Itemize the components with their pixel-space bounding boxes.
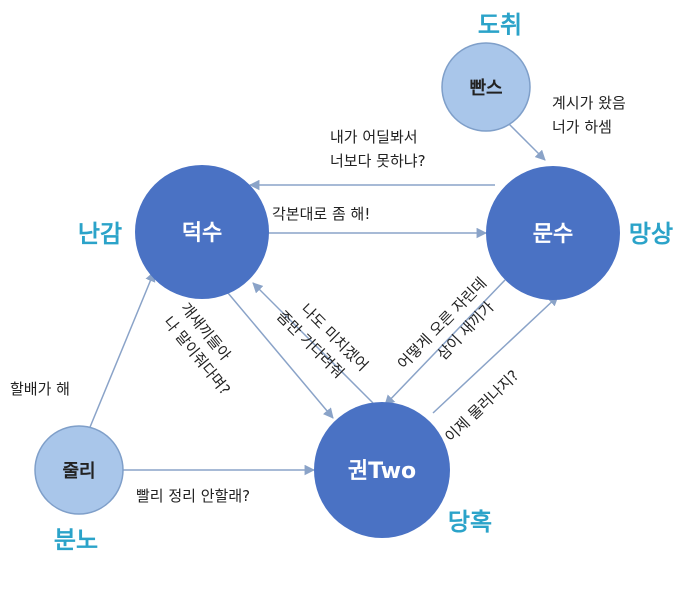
label-munsu-to-deoksu-2: 너보다 못하냐? (330, 152, 426, 170)
edges (87, 119, 559, 476)
edge-deoksu-to-gwontwo (227, 292, 334, 419)
node-bbanseu-label: 빤스 (469, 78, 502, 99)
label-bbanseu-to-munsu-1: 계시가 왔음 (552, 94, 626, 112)
node-munsu: 문수 (486, 166, 620, 300)
emotion-deoksu: 난감 (78, 220, 122, 248)
edge-munsu-to-gwontwo (384, 279, 506, 406)
label-deoksu-to-munsu: 각본대로 좀 해! (272, 205, 370, 223)
label-juli-to-gwontwo: 빨리 정리 안할래? (136, 487, 250, 505)
emotion-munsu: 망상 (629, 220, 673, 248)
node-deoksu-label: 덕수 (182, 221, 222, 246)
label-munsu-to-deoksu-1: 내가 어딜봐서 (330, 128, 418, 146)
label-gwontwo-to-munsu: 이제 물러나지? (441, 367, 522, 446)
node-bbanseu: 빤스 (441, 42, 531, 132)
edge-gwontwo-to-munsu (432, 295, 559, 414)
nodes: 빤스 덕수 문수 권Two 줄리 (34, 42, 620, 538)
edge-juli-to-deoksu (87, 271, 156, 433)
node-juli-label: 줄리 (62, 461, 95, 482)
edge-bbanseu-to-munsu (504, 119, 546, 161)
node-gwontwo: 권Two (314, 402, 450, 538)
node-deoksu: 덕수 (135, 165, 269, 299)
label-juli-to-deoksu: 할배가 해 (10, 380, 70, 398)
emotion-juli: 분노 (54, 526, 98, 554)
emotion-bbanseu: 도취 (478, 11, 522, 39)
node-juli: 줄리 (34, 425, 124, 515)
emotion-gwontwo: 당혹 (448, 508, 492, 536)
label-bbanseu-to-munsu-2: 너가 하셈 (552, 118, 612, 136)
node-munsu-label: 문수 (533, 222, 573, 247)
emotion-labels: 도취 난감 망상 당혹 분노 (54, 11, 673, 554)
node-gwontwo-label: 권Two (348, 459, 416, 484)
edge-gwontwo-to-deoksu (252, 282, 374, 404)
